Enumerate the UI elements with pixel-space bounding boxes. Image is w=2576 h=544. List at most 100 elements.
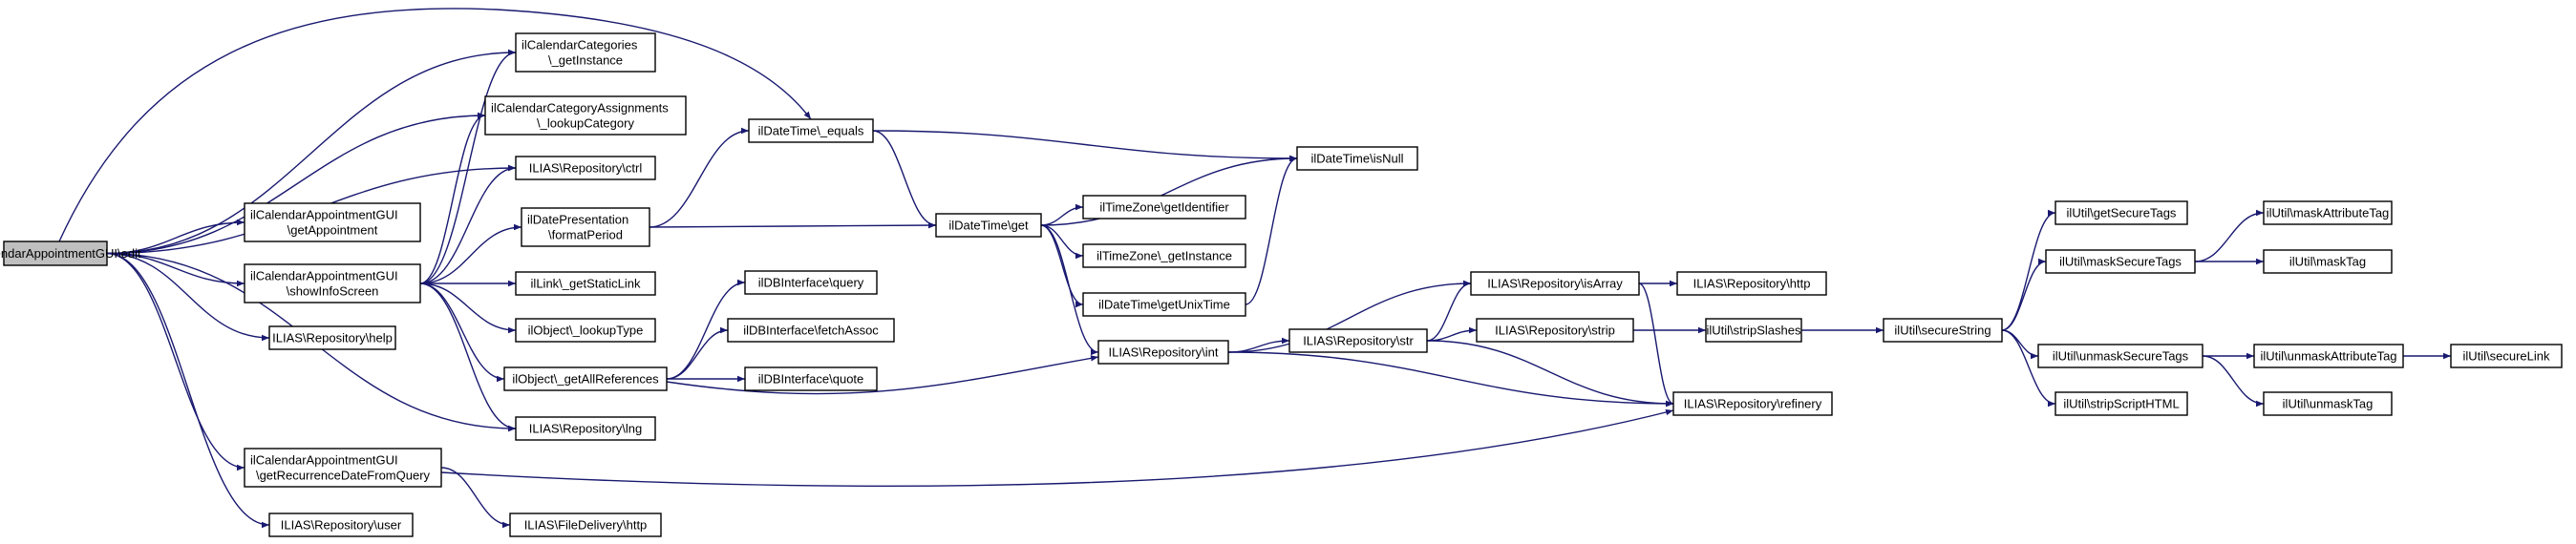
node-box [484, 95, 687, 136]
node-allRefs[interactable]: ilObject\_getAllReferences [503, 366, 668, 391]
edge-secureString-to-stripScript [2001, 329, 2056, 408]
node-tzInstance[interactable]: ilTimeZone\_getInstance [1082, 243, 1246, 268]
edge-maskSecureTags-to-maskAttr [2194, 209, 2265, 262]
node-unmaskAttr[interactable]: ilUtil\unmaskAttributeTag [2253, 344, 2404, 368]
node-box [244, 202, 421, 242]
node-label: ilUtil\stripScriptHTML [2063, 397, 2179, 411]
node-repoStrip[interactable]: ILIAS\Repository\strip [1476, 318, 1634, 343]
node-maskSecureTags[interactable]: ilUtil\maskSecureTags [2045, 249, 2196, 274]
node-box [744, 270, 878, 295]
edge-edit-to-repoUser [106, 252, 270, 529]
node-dbQuote[interactable]: ilDBInterface\quote [744, 366, 878, 391]
node-stripScript[interactable]: ilUtil\stripScriptHTML [2054, 391, 2188, 416]
node-box [1082, 292, 1246, 317]
node-catGetInstance[interactable]: ilCalendarCategories\_getInstance [515, 32, 656, 73]
node-label: ilLink\_getStaticLink [531, 277, 641, 291]
node-box [1676, 271, 1827, 296]
edge-secureString-to-maskSecureTags [2001, 258, 2047, 331]
node-dbFetch[interactable]: ilDBInterface\fetchAssoc [727, 318, 895, 343]
node-label: ilCalendarCategories [522, 38, 638, 52]
node-repoHelp[interactable]: ILIAS\Repository\help [268, 325, 396, 350]
edge-recurrence-to-fileHttp [440, 467, 511, 529]
node-box [244, 448, 442, 488]
node-box [503, 366, 668, 391]
edge-showInfo-to-lookupType [419, 282, 517, 334]
node-box [2263, 391, 2393, 416]
node-unmaskTag[interactable]: ilUtil\unmaskTag [2263, 391, 2393, 416]
node-label: ilDatePresentation [527, 213, 628, 227]
node-label: ilDBInterface\quote [758, 372, 864, 387]
node-dbQuery[interactable]: ilDBInterface\query [744, 270, 878, 295]
node-box [1097, 340, 1229, 365]
node-secureString[interactable]: ilUtil\secureString [1883, 318, 2003, 343]
edge-allRefs-to-repoInt [666, 355, 1099, 395]
node-box [1082, 243, 1246, 268]
node-box [1672, 391, 1833, 416]
edge-showInfo-to-allRefs [419, 282, 505, 383]
node-repoInt[interactable]: ILIAS\Repository\int [1097, 340, 1229, 365]
node-label: ilCalendarAppointmentGUI [250, 208, 398, 222]
node-dtIsNull[interactable]: ilDateTime\isNull [1296, 146, 1418, 171]
node-dtEquals[interactable]: ilDateTime\_equals [748, 118, 874, 143]
node-dtGet[interactable]: ilDateTime\get [935, 213, 1042, 238]
node-box [1296, 146, 1418, 171]
node-box [2054, 391, 2188, 416]
node-dtUnix[interactable]: ilDateTime\getUnixTime [1082, 292, 1246, 317]
node-tzId[interactable]: ilTimeZone\getIdentifier [1082, 195, 1246, 220]
node-box [515, 416, 656, 441]
node-box [935, 213, 1042, 238]
node-repoUser[interactable]: ILIAS\Repository\user [268, 513, 414, 537]
node-lookupType[interactable]: ilObject\_lookupType [515, 318, 656, 343]
edge-dtUnix-to-dtIsNull [1245, 155, 1298, 305]
node-catAssign[interactable]: ilCalendarCategoryAssignments\_lookupCat… [484, 95, 687, 136]
edge-showInfo-to-catGetInstance [419, 49, 517, 284]
node-box [515, 271, 656, 296]
node-label: ilObject\_getAllReferences [512, 372, 659, 387]
node-label: ilUtil\unmaskAttributeTag [2260, 349, 2396, 364]
node-repoRefinery[interactable]: ILIAS\Repository\refinery [1672, 391, 1833, 416]
node-box [2037, 344, 2203, 368]
node-label: ILIAS\Repository\strip [1495, 324, 1615, 338]
node-stripSlashes[interactable]: ilUtil\stripSlashes [1705, 318, 1802, 343]
node-box [744, 366, 878, 391]
node-repoStr[interactable]: ILIAS\Repository\str [1288, 328, 1428, 353]
edge-showInfo-to-repoCtrl [419, 164, 517, 284]
node-box [1288, 328, 1428, 353]
node-repoCtrl[interactable]: ILIAS\Repository\ctrl [515, 156, 656, 180]
node-fileHttp[interactable]: ILIAS\FileDelivery\http [509, 513, 662, 537]
node-label: ILIAS\Repository\ctrl [529, 161, 643, 176]
node-edit[interactable]: ilCalendarAppointmentGUI\edit [0, 241, 141, 266]
node-repoHttp[interactable]: ILIAS\Repository\http [1676, 271, 1827, 296]
node-label: ILIAS\Repository\isArray [1487, 277, 1623, 291]
node-getSecureTags[interactable]: ilUtil\getSecureTags [2054, 200, 2188, 225]
edge-repoStr-to-repoStrip [1426, 326, 1478, 342]
node-maskTag[interactable]: ilUtil\maskTag [2263, 249, 2393, 274]
edge-dtGet-to-tzId [1040, 203, 1084, 226]
edge-showInfo-to-repoLng [419, 282, 517, 432]
node-box [515, 32, 656, 73]
node-repoLng[interactable]: ILIAS\Repository\lng [515, 416, 656, 441]
node-layer: ilCalendarAppointmentGUI\edit ilCalendarC… [0, 32, 2563, 537]
edge-repoIsArray-to-repoRefinery [1638, 282, 1674, 408]
node-maskAttr[interactable]: ilUtil\maskAttributeTag [2263, 200, 2393, 225]
node-getAppointment[interactable]: ilCalendarAppointmentGUI\getAppointment [244, 202, 421, 242]
edge-dtGet-to-repoInt [1040, 224, 1099, 356]
node-recurrence[interactable]: ilCalendarAppointmentGUI\getRecurrenceDa… [244, 448, 442, 488]
node-label: ilCalendarCategoryAssignments [491, 101, 669, 115]
node-secureLink[interactable]: ilUtil\secureLink [2450, 344, 2563, 368]
node-unmaskSecureTags[interactable]: ilUtil\unmaskSecureTags [2037, 344, 2203, 368]
node-label: ILIAS\Repository\http [1693, 277, 1811, 291]
node-label: ilTimeZone\_getInstance [1096, 249, 1232, 263]
node-staticLink[interactable]: ilLink\_getStaticLink [515, 271, 656, 296]
node-label: ilCalendarAppointmentGUI\edit [0, 246, 141, 261]
node-box [2054, 200, 2188, 225]
edge-edit-to-catGetInstance [106, 49, 517, 255]
node-datePres[interactable]: ilDatePresentation\formatPeriod [521, 207, 650, 247]
edge-repoStr-to-repoRefinery [1426, 340, 1674, 408]
edge-layer [58, 8, 2451, 529]
node-label: ilDateTime\isNull [1310, 152, 1403, 166]
node-repoIsArray[interactable]: ILIAS\Repository\isArray [1470, 271, 1640, 296]
edge-dtGet-to-dtUnix [1040, 224, 1084, 308]
node-label: ilUtil\maskAttributeTag [2267, 206, 2390, 220]
node-showInfo[interactable]: ilCalendarAppointmentGUI\showInfoScreen [244, 263, 421, 303]
